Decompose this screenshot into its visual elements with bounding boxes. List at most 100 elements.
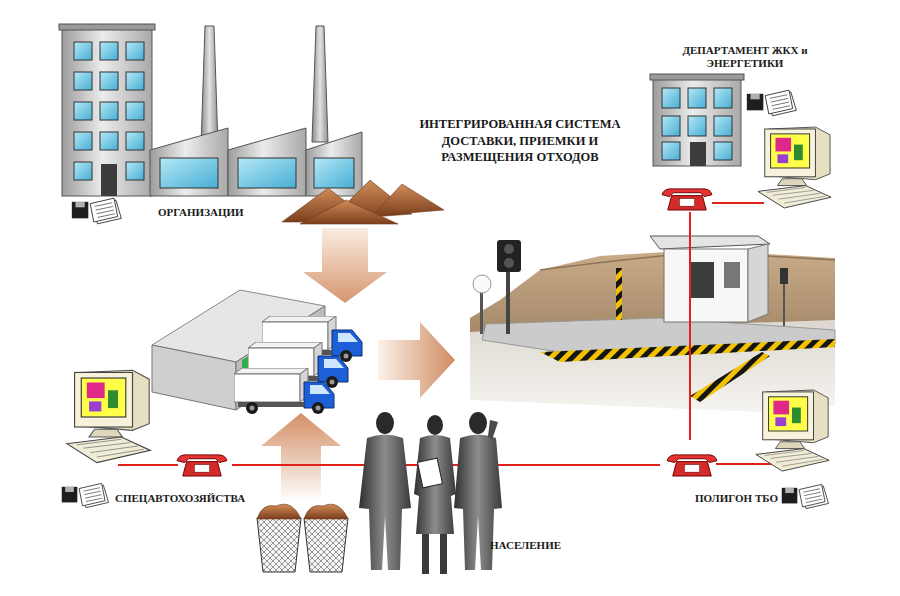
- documents-icon: [782, 484, 829, 508]
- flow-arrow: [261, 413, 341, 502]
- factory: [150, 26, 362, 196]
- factory-window: [238, 158, 296, 188]
- window: [100, 42, 118, 60]
- landfill-gate: [470, 236, 835, 412]
- window: [688, 88, 706, 108]
- window: [74, 42, 92, 60]
- window: [100, 102, 118, 120]
- truck: [234, 368, 334, 414]
- factory-window: [314, 158, 354, 188]
- phone-wire: [712, 202, 764, 204]
- window: [100, 72, 118, 90]
- window: [100, 132, 118, 150]
- striped-post: [616, 268, 622, 320]
- signal-pole: [506, 262, 510, 334]
- building-roof: [59, 24, 155, 30]
- window: [714, 116, 732, 136]
- diagram-title: ИНТЕГРИРОВАННАЯ СИСТЕМА ДОСТАВКИ, ПРИЕМК…: [402, 116, 638, 166]
- window: [126, 72, 144, 90]
- computer: [758, 127, 831, 208]
- documents-icon: [747, 90, 797, 116]
- flow-arrow: [378, 322, 455, 398]
- waste-pile: [372, 184, 444, 216]
- window: [74, 102, 92, 120]
- node-label: ОРГАНИЗАЦИИ: [158, 206, 244, 219]
- department-building: [650, 74, 744, 166]
- office-building: [59, 24, 155, 196]
- window: [126, 42, 144, 60]
- node-label: ПОЛИГОН ТБО: [695, 492, 778, 505]
- person-head: [376, 412, 394, 434]
- building-wall: [62, 28, 152, 196]
- waste-bin: [257, 504, 301, 572]
- factory-shed: [306, 132, 362, 196]
- window: [714, 142, 732, 160]
- booth-wall: [664, 249, 748, 322]
- person-arm: [488, 420, 498, 440]
- telephone: [662, 189, 712, 210]
- telephone: [667, 455, 717, 476]
- factory-shed: [150, 128, 228, 196]
- person-body: [359, 435, 411, 571]
- station-node: ПОЛИГОН ТБО: [660, 440, 835, 522]
- window: [688, 116, 706, 136]
- door: [101, 164, 117, 196]
- signal-lamp: [504, 244, 514, 254]
- lamp-pole: [480, 292, 483, 334]
- documents-icon: [62, 483, 109, 507]
- telephone: [177, 455, 227, 476]
- building-roof: [650, 74, 744, 80]
- person-head: [427, 415, 443, 435]
- window: [662, 142, 680, 160]
- window: [662, 88, 680, 108]
- bin-body: [304, 518, 348, 572]
- window: [74, 132, 92, 150]
- signal-lamp: [504, 258, 514, 268]
- window: [714, 88, 732, 108]
- window: [126, 102, 144, 120]
- street-lamp: [473, 275, 491, 293]
- person-leg: [440, 534, 447, 574]
- window: [74, 162, 92, 180]
- person-body: [414, 435, 456, 534]
- phone-line: [689, 212, 691, 440]
- signal-pole: [783, 284, 785, 326]
- window: [74, 72, 92, 90]
- bin-body: [257, 518, 301, 572]
- station-node: ОРГАНИЗАЦИИ: [60, 22, 360, 222]
- held-papers: [418, 458, 443, 488]
- window: [662, 116, 680, 136]
- barrier-stripe: [690, 352, 770, 402]
- waste-bin: [304, 504, 348, 572]
- node-label: ДЕПАРТАМЕНТ ЖКХ и ЭНЕРГЕТИКИ: [681, 44, 809, 70]
- booth-window: [724, 262, 740, 288]
- booth-side: [748, 244, 768, 322]
- building-wall: [653, 78, 741, 166]
- factory-shed: [228, 128, 306, 196]
- person-leg: [422, 534, 429, 574]
- window: [126, 162, 144, 180]
- station-node: НАСЕЛЕНИЕ: [352, 405, 577, 577]
- chimney: [201, 26, 218, 146]
- person-silhouette: [359, 412, 411, 570]
- station-node: СПЕЦАВТОХОЗЯЙСТВА: [60, 368, 232, 513]
- booth-roof: [650, 236, 770, 249]
- station-node: ДЕПАРТАМЕНТ ЖКХ и ЭНЕРГЕТИКИ: [650, 42, 832, 212]
- person-head: [469, 412, 487, 434]
- computer: [756, 390, 829, 471]
- bin-waste: [257, 504, 301, 519]
- node-label: СПЕЦАВТОХОЗЯЙСТВА: [115, 492, 245, 505]
- documents-icon: [72, 198, 121, 224]
- node-label: НАСЕЛЕНИЕ: [490, 539, 561, 552]
- window: [126, 132, 144, 150]
- computer: [67, 370, 151, 462]
- factory-window: [160, 158, 218, 188]
- door: [690, 142, 706, 166]
- phone-wire: [118, 464, 178, 466]
- bin-waste: [304, 504, 348, 519]
- garage-wall: [152, 345, 236, 410]
- traffic-light: [780, 268, 788, 284]
